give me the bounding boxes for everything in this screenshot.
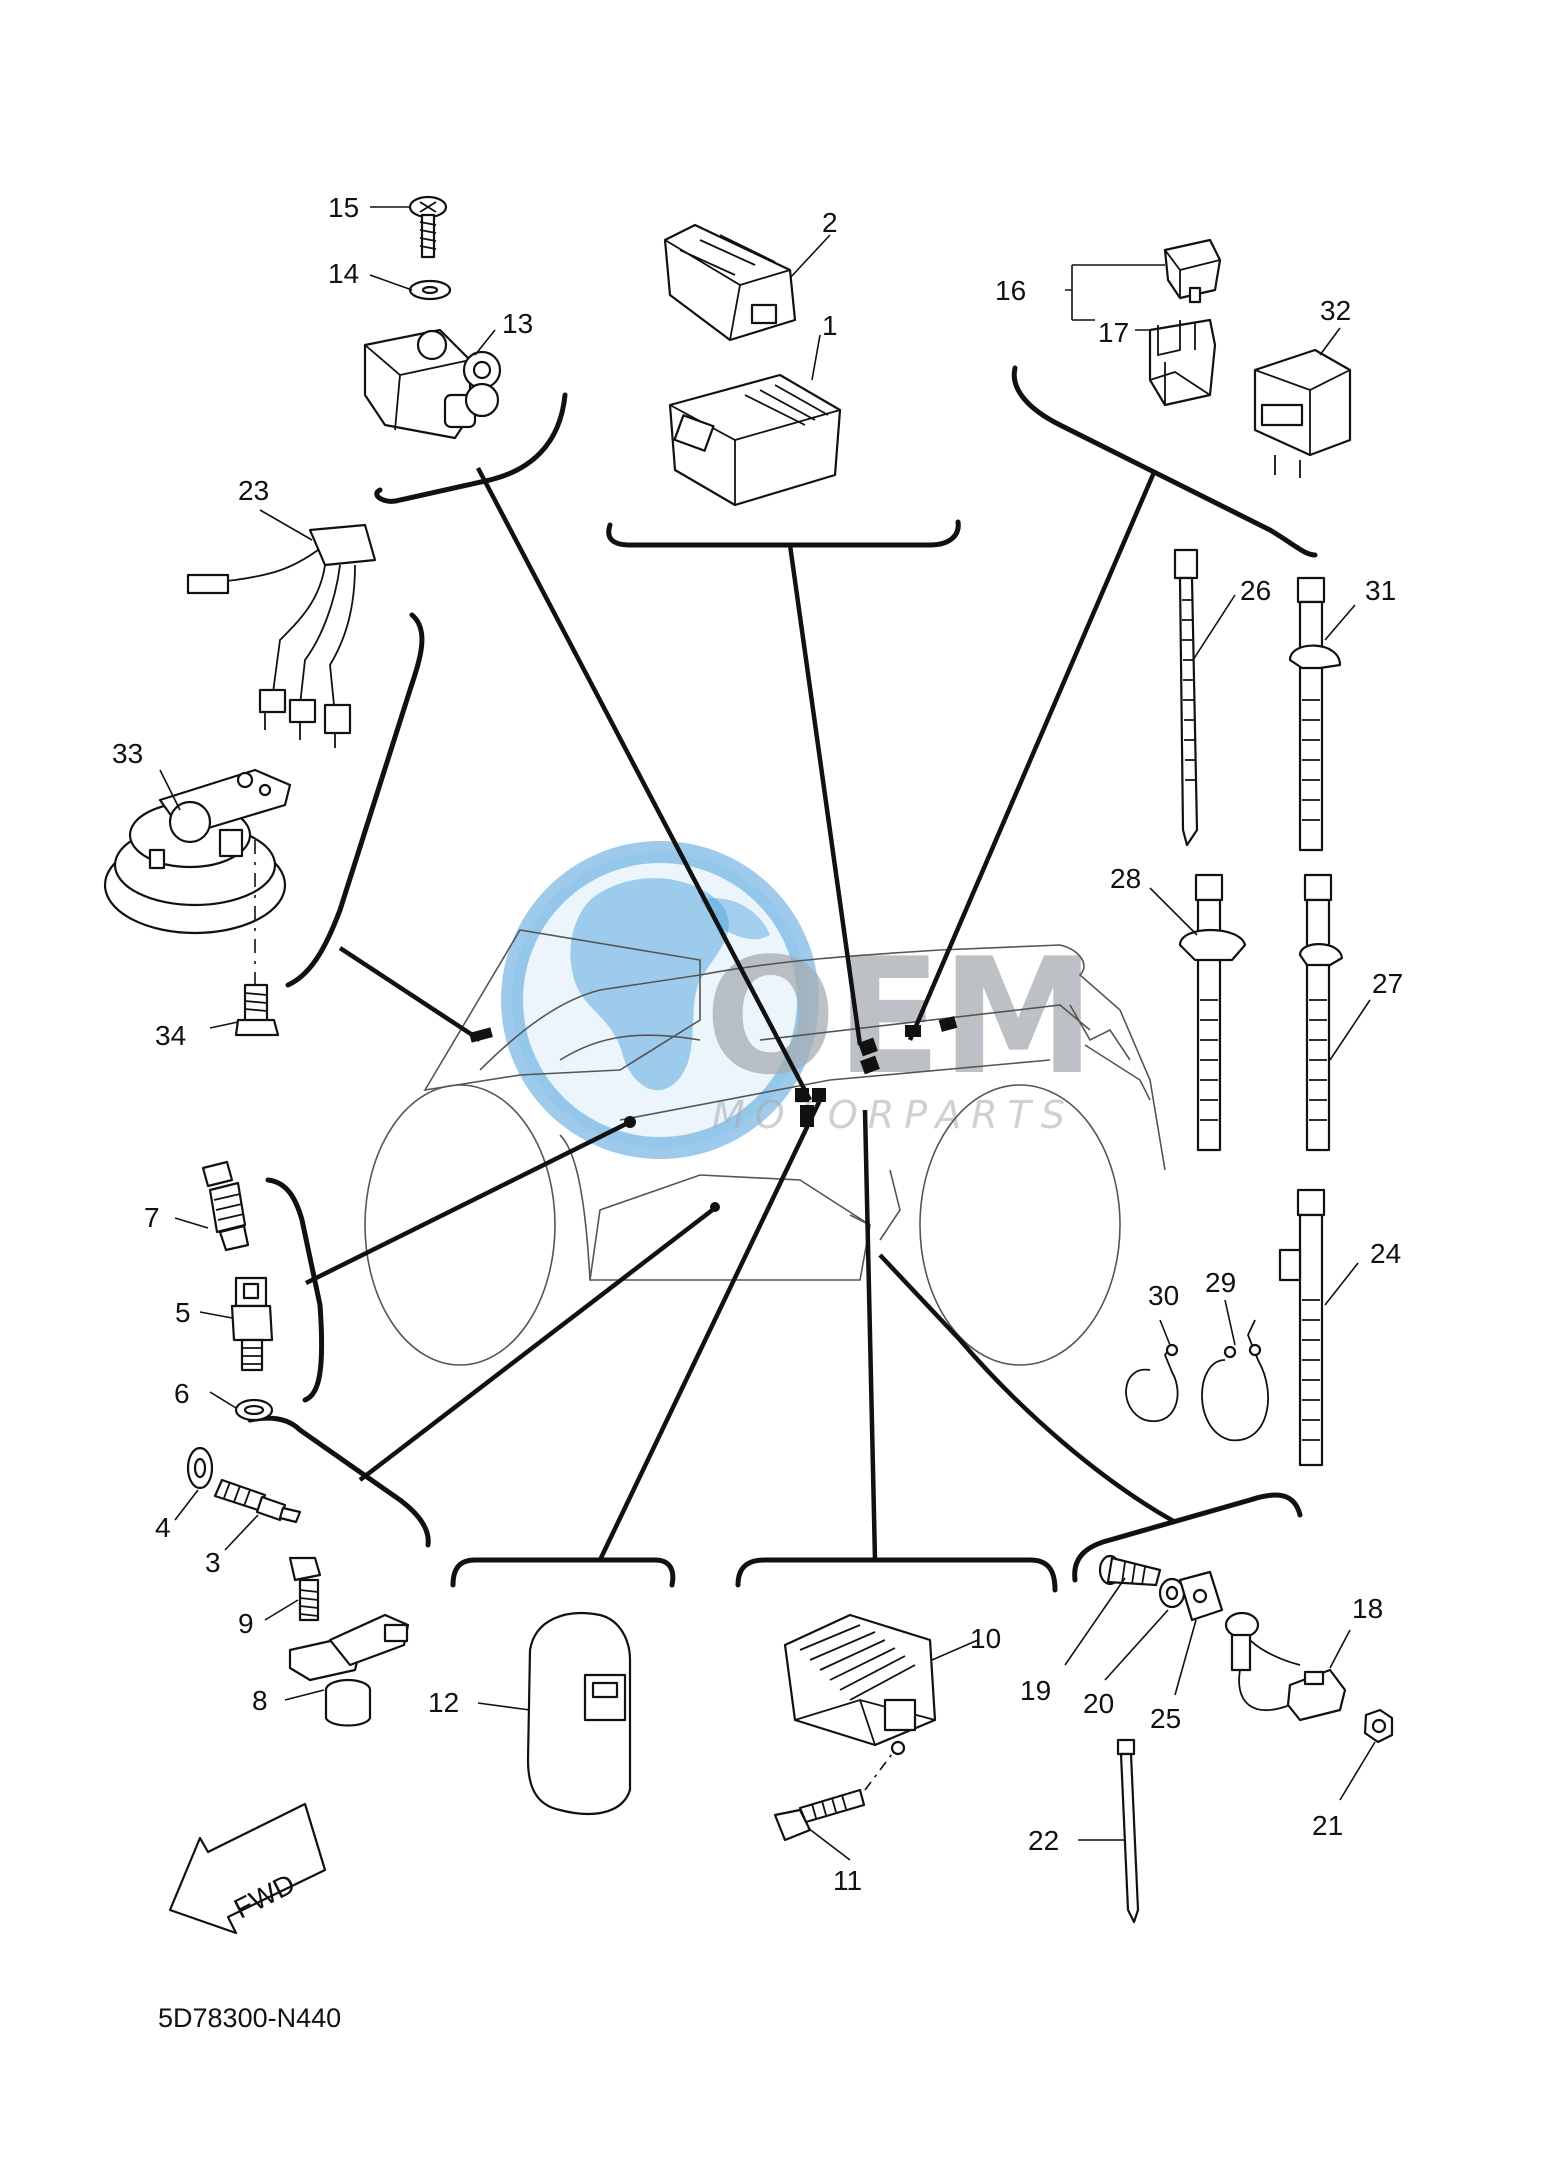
callout-10: 10 xyxy=(970,1623,1001,1654)
part-21-nut xyxy=(1363,1708,1394,1744)
part-17-holder xyxy=(1148,318,1217,407)
part-2-control-unit xyxy=(663,223,797,342)
callout-21: 21 xyxy=(1312,1810,1343,1841)
callout-5: 5 xyxy=(175,1297,191,1328)
callout-20: 20 xyxy=(1083,1688,1114,1719)
callout-9: 9 xyxy=(238,1608,254,1639)
callout-22: 22 xyxy=(1028,1825,1059,1856)
callout-34: 34 xyxy=(155,1020,186,1051)
callout-7: 7 xyxy=(144,1202,160,1233)
part-19-bolt xyxy=(1098,1554,1162,1587)
callout-15: 15 xyxy=(328,192,359,223)
part-6-gasket xyxy=(234,1398,274,1422)
callout-30: 30 xyxy=(1148,1280,1179,1311)
part-28-cable-tie xyxy=(1178,873,1247,1152)
callout-8: 8 xyxy=(252,1685,268,1716)
callout-19: 19 xyxy=(1020,1675,1051,1706)
part-32-flasher-relay xyxy=(1253,348,1352,478)
globe-icon xyxy=(501,841,819,1159)
callout-17: 17 xyxy=(1098,317,1129,348)
forward-arrow-icon: FWD xyxy=(168,1802,327,1935)
part-33-horn xyxy=(103,768,292,985)
callout-18: 18 xyxy=(1352,1593,1383,1624)
callout-leaders xyxy=(159,206,1376,1861)
callout-3: 3 xyxy=(205,1547,221,1578)
part-10-rectifier-regulator xyxy=(783,1613,937,1756)
part-1-cdi-unit xyxy=(668,373,842,507)
part-14-washer xyxy=(408,279,452,301)
callout-11: 11 xyxy=(833,1865,862,1896)
callout-2: 2 xyxy=(822,207,838,238)
part-24-cable-tie xyxy=(1278,1188,1326,1467)
part-7-switch xyxy=(201,1160,250,1252)
pointer-lines xyxy=(304,466,1177,1561)
callout-14: 14 xyxy=(328,258,359,289)
watermark: OEM MOTORPARTS xyxy=(501,841,1095,1159)
callout-24: 24 xyxy=(1370,1238,1401,1269)
part-8-sensor xyxy=(288,1613,410,1727)
part-15-screw xyxy=(408,195,448,259)
callout-31: 31 xyxy=(1365,575,1396,606)
callout-27: 27 xyxy=(1372,968,1403,999)
callout-16: 16 xyxy=(995,275,1026,306)
watermark-brand: OEM xyxy=(705,923,1095,1110)
watermark-subtitle: MOTORPARTS xyxy=(712,1093,1075,1137)
group-brackets xyxy=(247,365,1318,1593)
part-23-sub-harness xyxy=(186,523,377,748)
callout-1: 1 xyxy=(822,310,838,341)
part-3-sensor xyxy=(213,1478,302,1524)
part-22-cable-tie xyxy=(1116,1738,1140,1924)
callout-32: 32 xyxy=(1320,295,1351,326)
part-12-cover xyxy=(526,1611,632,1816)
part-30-clamp xyxy=(1125,1343,1179,1423)
part-5-sensor xyxy=(230,1276,274,1372)
part-18-sensor xyxy=(1224,1611,1347,1722)
part-25-plate xyxy=(1178,1570,1224,1622)
diagram-code: 5D78300-N440 xyxy=(158,2003,341,2033)
part-27-cable-tie xyxy=(1298,873,1344,1152)
callout-23: 23 xyxy=(238,475,269,506)
part-29-clamp xyxy=(1201,1319,1269,1442)
part-13-relay xyxy=(363,328,502,440)
callout-6: 6 xyxy=(174,1378,190,1409)
part-31-cable-tie xyxy=(1288,576,1342,852)
part-9-bolt xyxy=(288,1556,322,1622)
callout-28: 28 xyxy=(1110,863,1141,894)
callout-4: 4 xyxy=(155,1512,171,1543)
part-34-bolt xyxy=(234,983,280,1037)
callout-13: 13 xyxy=(502,308,533,339)
callout-labels: 1 2 3 4 5 6 7 8 9 10 11 12 13 14 15 16 1… xyxy=(112,192,1403,1896)
callout-12: 12 xyxy=(428,1687,459,1718)
part-4-gasket xyxy=(186,1446,214,1490)
callout-25: 25 xyxy=(1150,1703,1181,1734)
part-20-washer xyxy=(1158,1577,1186,1609)
part-16-relay xyxy=(1163,238,1222,304)
callout-33: 33 xyxy=(112,738,143,769)
callout-26: 26 xyxy=(1240,575,1271,606)
part-26-cable-tie xyxy=(1173,548,1199,847)
callout-29: 29 xyxy=(1205,1267,1236,1298)
part-11-bolt xyxy=(773,1749,896,1842)
